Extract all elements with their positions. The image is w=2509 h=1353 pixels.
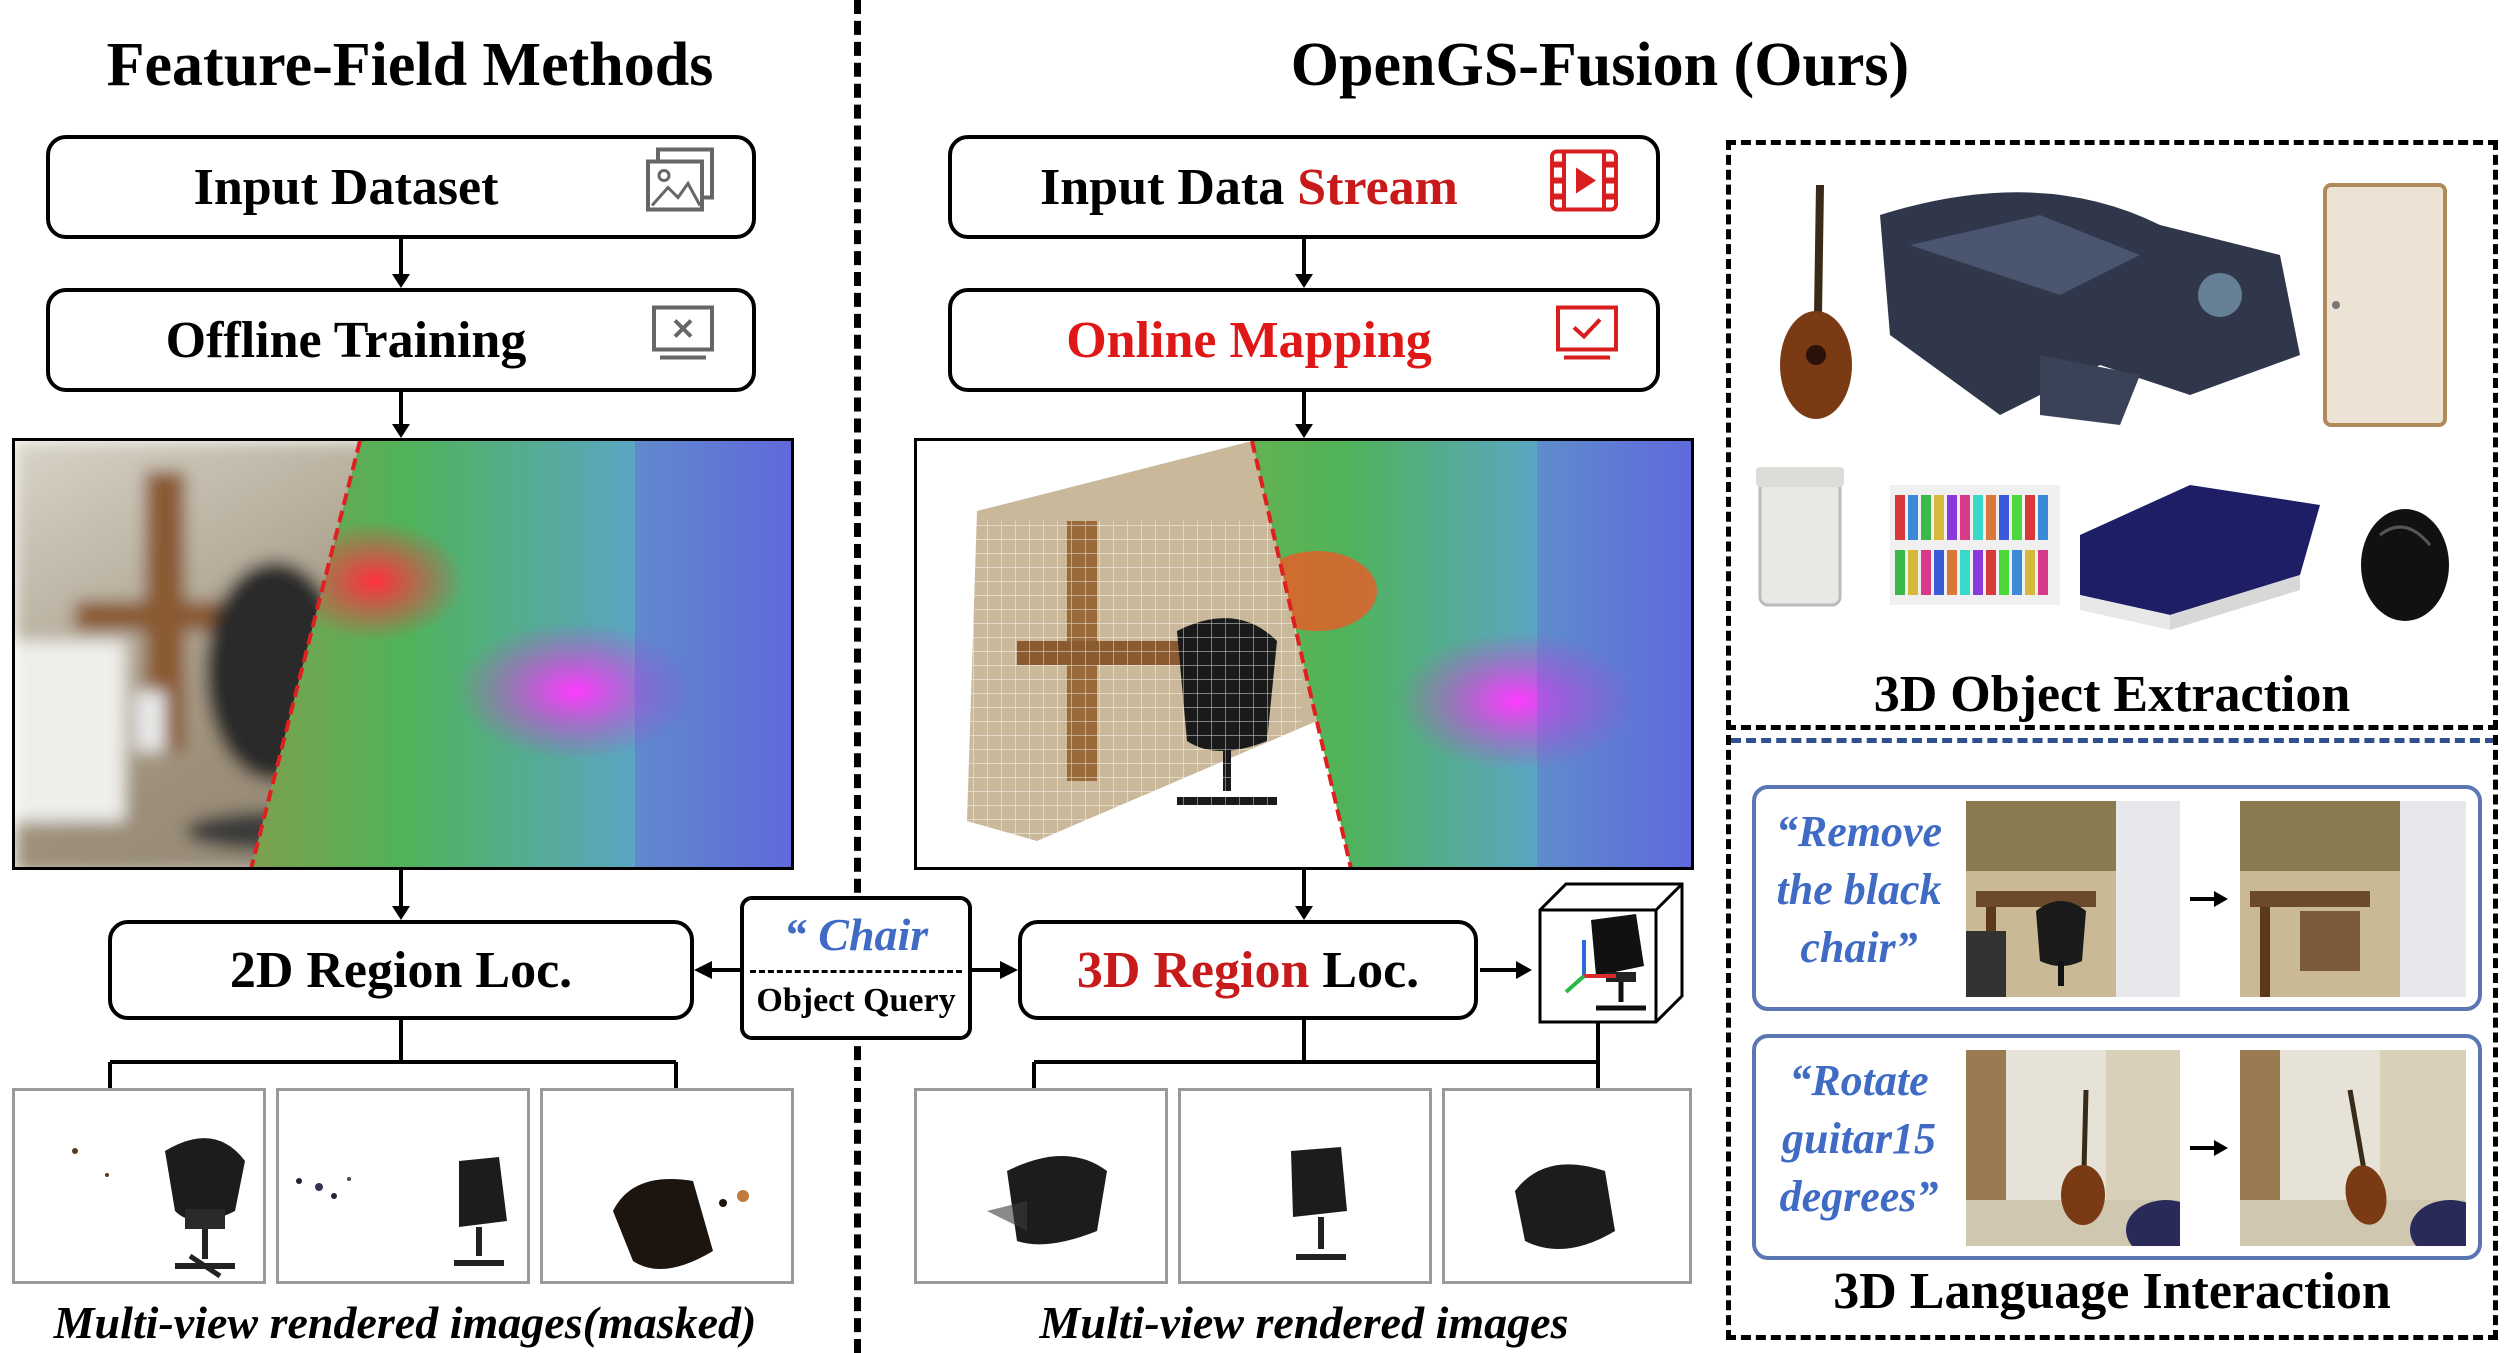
command-remove-line-1: “Remove (1775, 807, 1943, 856)
online-mapping-label: Online Mapping (1066, 311, 1432, 369)
object-extraction-panel (1726, 140, 2498, 730)
interaction-card-rotate: “Rotate guitar15 degrees” (1752, 1034, 2482, 1260)
3d-bounding-box-chair-icon (1536, 880, 1686, 1026)
right-view-thumb-1 (914, 1088, 1168, 1284)
loc-label: Loc. (1309, 941, 1420, 999)
command-rotate-text: “Rotate guitar15 degrees” (1764, 1052, 1954, 1226)
scene-before-rotate (1966, 1050, 2180, 1246)
language-interaction-panel (1726, 735, 2498, 1340)
monitor-check-icon (1554, 304, 1620, 377)
command-rotate-line-1: “Rotate (1789, 1056, 1929, 1105)
feature-field-render-panel (12, 438, 794, 870)
input-dataset-label: Input Dataset (193, 158, 499, 216)
right-title: OpenGS-Fusion (Ours) (1290, 31, 1910, 99)
left-view-thumb-2 (276, 1088, 530, 1284)
left-caption: Multi-view rendered images(masked) (53, 1297, 757, 1348)
center-dashed-divider (854, 0, 861, 1353)
command-rotate-line-3: degrees” (1779, 1172, 1939, 1221)
input-dataset-box: Input Dataset (46, 135, 756, 239)
scene-before-remove (1966, 801, 2180, 997)
scene-after-remove (2240, 801, 2466, 997)
left-flow-arrows (108, 239, 678, 1090)
input-data-label: Input Data (1040, 158, 1298, 216)
scene-after-rotate (2240, 1050, 2466, 1246)
left-title: Feature-Field Methods (106, 31, 714, 99)
stream-label: Stream (1297, 158, 1458, 216)
ours-render-image (917, 441, 1691, 867)
online-mapping-box: Online Mapping (948, 288, 1660, 392)
middle-flow-arrows (1032, 239, 1600, 1090)
right-view-thumb-3 (1442, 1088, 1692, 1284)
input-data-stream-box: Input Data Stream (948, 135, 1660, 239)
blue-dashed-divider (1731, 738, 2495, 743)
right-caption: Multi-view rendered images (1039, 1297, 1569, 1348)
feature-field-render-image (15, 441, 791, 867)
object-extraction-title: 3D Object Extraction (1873, 666, 2351, 723)
interaction-card-remove: “Remove the black chair” (1752, 785, 2482, 1011)
offline-training-label: Offline Training (165, 311, 527, 369)
object-query-label: Object Query (756, 982, 956, 1019)
3d-region-loc-box: 3D Region Loc. (1018, 920, 1478, 1020)
left-view-thumb-1 (12, 1088, 266, 1284)
to-3d-box-arrow (1480, 961, 1532, 979)
command-remove-line-3: chair” (1800, 923, 1918, 972)
command-remove-line-2: the black (1776, 865, 1942, 914)
remove-arrow (2190, 891, 2228, 907)
query-arrows (694, 961, 1018, 979)
object-query-box: “ Chair Object Query (740, 896, 972, 1040)
language-interaction-title: 3D Language Interaction (1833, 1263, 2391, 1320)
ours-render-panel (914, 438, 1694, 870)
image-gallery-icon (644, 147, 716, 227)
rotate-arrow (2190, 1140, 2228, 1156)
query-word: Chair (818, 909, 929, 960)
extracted-objects-image (1756, 183, 2449, 630)
command-remove-text: “Remove the black chair” (1764, 803, 1954, 977)
right-view-thumb-2 (1178, 1088, 1432, 1284)
video-film-icon (1548, 148, 1620, 227)
offline-training-box: Offline Training (46, 288, 756, 392)
monitor-x-icon (650, 304, 716, 377)
2d-region-loc-label: 2D Region Loc. (229, 941, 573, 999)
3d-region-label: 3D Region (1076, 941, 1310, 999)
left-view-thumb-3 (540, 1088, 794, 1284)
command-rotate-line-2: guitar15 (1781, 1114, 1937, 1163)
2d-region-loc-box: 2D Region Loc. (108, 920, 694, 1020)
quote-mark: “ (783, 909, 807, 960)
